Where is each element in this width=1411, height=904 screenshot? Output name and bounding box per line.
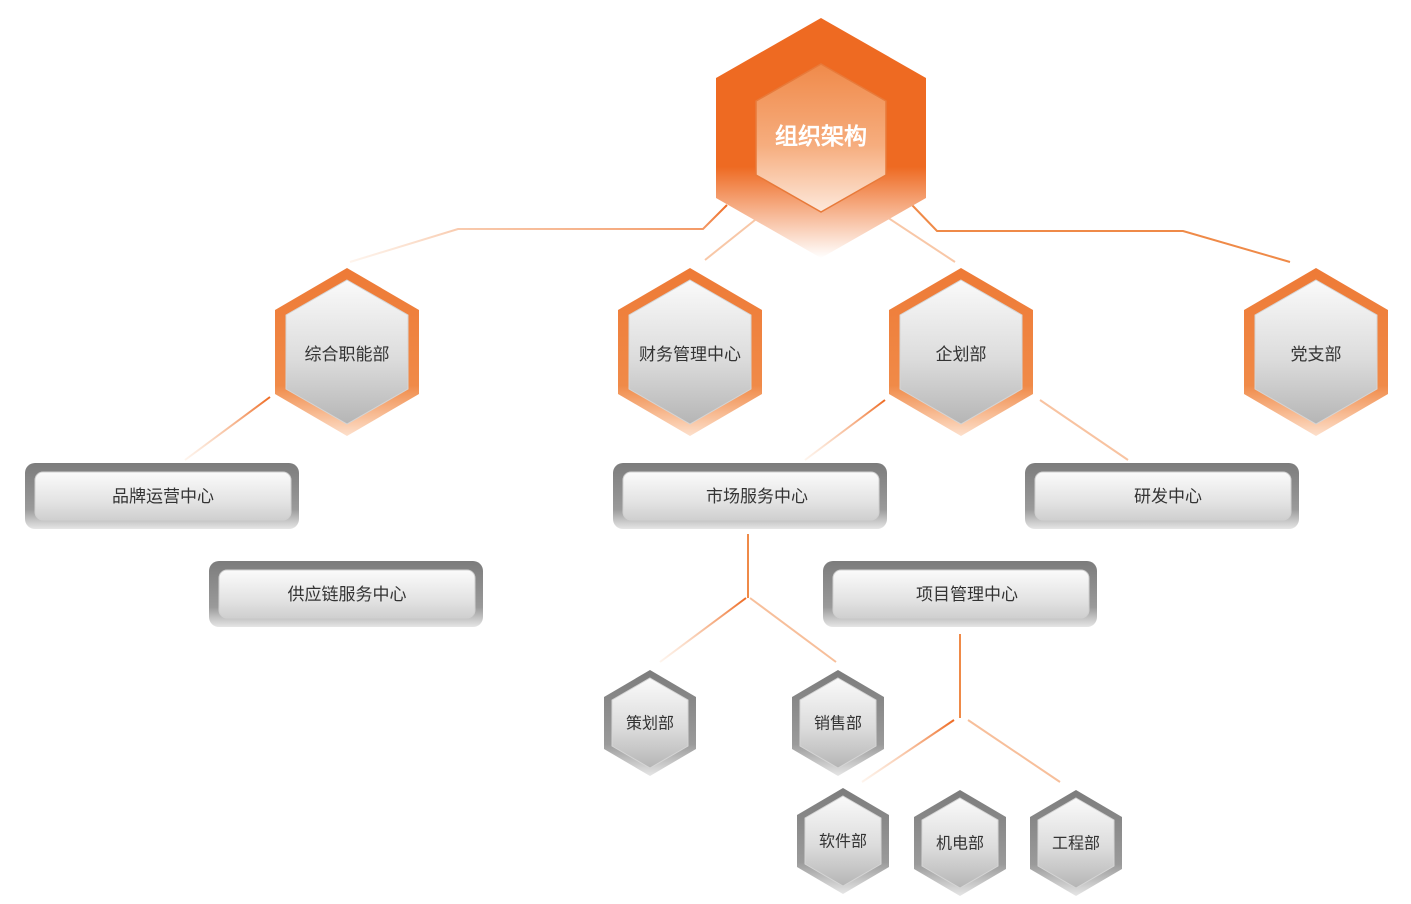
connector-project-engineering [967, 719, 1061, 783]
connectors [184, 195, 1291, 786]
unit-hexagon-face [799, 677, 877, 769]
center-label-1: 品牌运营中心 [112, 487, 214, 507]
center-pill-face [832, 569, 1090, 619]
unit-hexagon-face [1037, 797, 1115, 889]
unit-node-3: 软件部 [797, 788, 889, 894]
dept-label-3: 企划部 [936, 345, 987, 365]
center-pill-face [34, 471, 292, 521]
dept-node-3: 企划部 [889, 268, 1033, 436]
connector-market-sales [749, 597, 837, 663]
connector-root-dept-1 [349, 204, 728, 263]
center-label-5: 项目管理中心 [916, 585, 1018, 605]
unit-label-3: 软件部 [819, 832, 867, 851]
dept-node-1: 综合职能部 [275, 268, 419, 436]
unit-node-2: 销售部 [792, 670, 884, 776]
dept-node-2: 财务管理中心 [618, 268, 762, 436]
dept-label-1: 综合职能部 [305, 345, 390, 365]
center-node-4: 研发中心 [1025, 463, 1299, 529]
unit-label-4: 机电部 [936, 834, 984, 853]
unit-label-5: 工程部 [1052, 834, 1100, 853]
center-label-2: 供应链服务中心 [288, 585, 407, 605]
dept-hexagon-face [899, 279, 1023, 425]
unit-hexagon-face [804, 795, 882, 887]
center-pill-face [218, 569, 476, 619]
connector-root-dept-4 [911, 204, 1291, 263]
root-label: 组织架构 [775, 123, 867, 150]
center-pill-face [622, 471, 880, 521]
unit-node-4: 机电部 [914, 790, 1006, 896]
unit-hexagon-face [921, 797, 999, 889]
center-node-2: 供应链服务中心 [209, 561, 483, 627]
center-node-1: 品牌运营中心 [25, 463, 299, 529]
connector-market-planning [659, 597, 747, 663]
dept-hexagon-face [628, 279, 752, 425]
center-label-3: 市场服务中心 [706, 487, 808, 507]
center-pill-face [1034, 471, 1292, 521]
unit-node-5: 工程部 [1030, 790, 1122, 896]
connector-dept3-rnd [1039, 399, 1129, 461]
dept-label-4: 党支部 [1291, 345, 1342, 365]
connector-dept1-brand [184, 396, 271, 461]
dept-node-4: 党支部 [1244, 268, 1388, 436]
dept-label-2: 财务管理中心 [639, 345, 741, 365]
unit-hexagon-face [611, 677, 689, 769]
dept-hexagon-face [1254, 279, 1378, 425]
center-label-4: 研发中心 [1134, 487, 1202, 507]
root-node: 组织架构 [716, 18, 926, 258]
center-node-5: 项目管理中心 [823, 561, 1097, 627]
center-node-3: 市场服务中心 [613, 463, 887, 529]
unit-label-1: 策划部 [626, 714, 674, 733]
root-hexagon-inner [755, 63, 887, 213]
unit-label-2: 销售部 [814, 714, 862, 733]
unit-node-1: 策划部 [604, 670, 696, 776]
dept-hexagon-face [285, 279, 409, 425]
connector-project-software [861, 719, 955, 783]
connector-dept3-market [804, 399, 886, 461]
